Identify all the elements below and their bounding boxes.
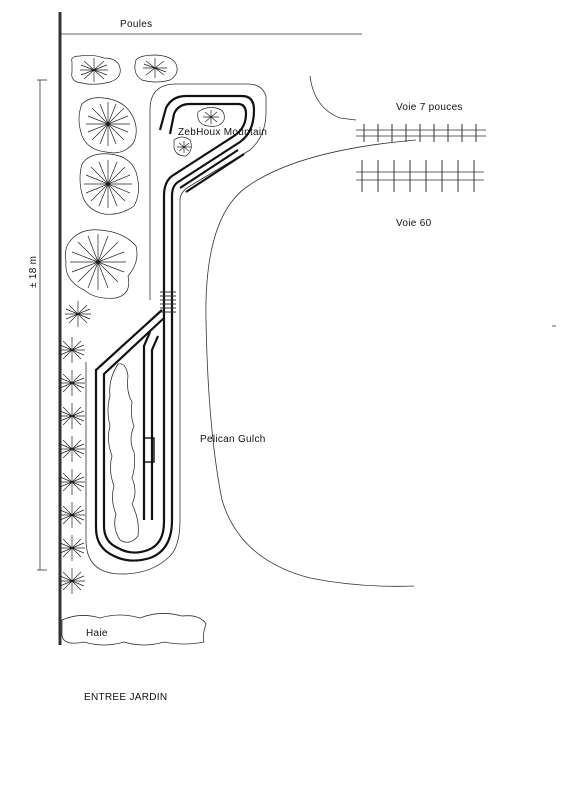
tree-icon xyxy=(59,502,85,528)
hedge xyxy=(61,613,207,646)
haie-label: Haie xyxy=(86,628,108,639)
tree-icon xyxy=(134,54,178,83)
railway-loop-inner xyxy=(102,102,248,554)
mountain-spur xyxy=(179,149,239,189)
track-ties-icon xyxy=(356,124,486,142)
tree-icon xyxy=(59,370,85,396)
gulch-ravine xyxy=(107,363,139,543)
tree-icon xyxy=(65,301,91,327)
voie7-label: Voie 7 pouces xyxy=(396,102,463,113)
mountain-spur-2 xyxy=(185,153,245,193)
station-building xyxy=(143,437,155,463)
tree-icon xyxy=(173,136,192,157)
railway-loop xyxy=(94,94,256,562)
tree-icon xyxy=(59,436,85,462)
poules-label: Poules xyxy=(120,19,152,30)
tree-icon xyxy=(197,107,225,127)
tree-icon xyxy=(59,535,85,561)
gulch-siding-2 xyxy=(150,335,160,520)
mountain-label: ZebHoux Mountain xyxy=(178,127,267,138)
path-curve xyxy=(309,75,357,121)
tree-icon xyxy=(59,568,85,594)
dimension-label: ± 18 m xyxy=(28,256,39,288)
entree-label: ENTREE JARDIN xyxy=(84,692,167,703)
tree-icon xyxy=(78,97,137,154)
lawn-edge xyxy=(205,139,417,587)
gulch-siding xyxy=(142,331,152,520)
tree-icon xyxy=(71,54,121,85)
tree-icon xyxy=(59,469,85,495)
tree-icon xyxy=(59,337,85,363)
dimension-line: ± 18 m xyxy=(28,79,47,571)
track-ties-icon xyxy=(356,160,484,192)
tree-icon xyxy=(59,403,85,429)
tree-icon xyxy=(64,229,138,299)
tree-icon xyxy=(79,153,139,215)
voie60-label: Voie 60 xyxy=(396,218,432,229)
gulch-label: Pelican Gulch xyxy=(200,434,266,445)
track-bed-outline xyxy=(85,83,267,575)
track-ties-icon xyxy=(160,291,176,313)
